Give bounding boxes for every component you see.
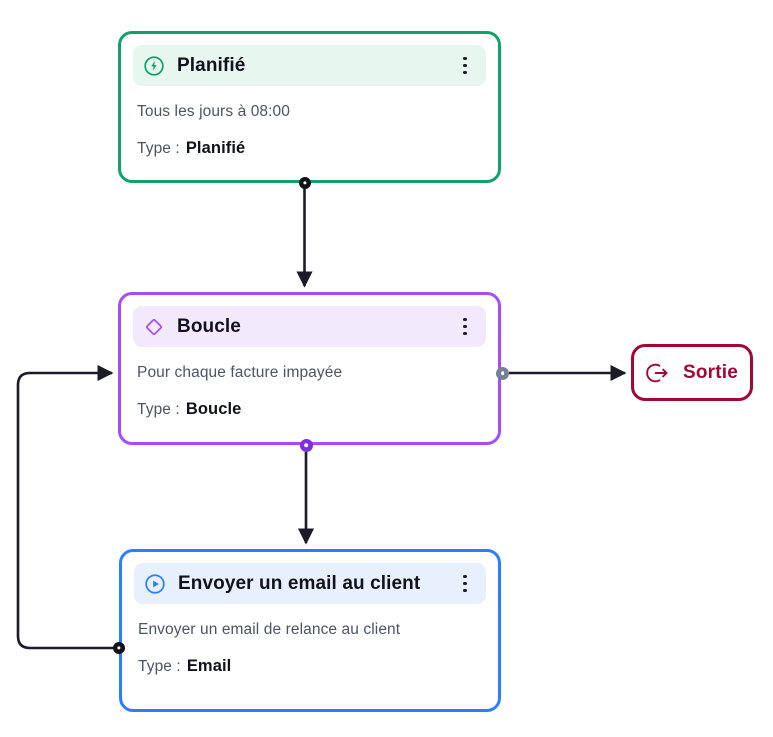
- node-planifie-description: Tous les jours à 08:00: [137, 103, 290, 120]
- kebab-menu-icon[interactable]: [456, 55, 474, 77]
- node-planifie-type-label: Type :: [137, 140, 180, 157]
- node-email-title: Envoyer un email au client: [178, 572, 421, 594]
- node-email-type-label: Type :: [138, 658, 181, 675]
- node-boucle-description: Pour chaque facture impayée: [137, 364, 343, 381]
- node-planifie-header[interactable]: Planifié: [133, 45, 486, 86]
- edge-email-back-to-loop: [16, 364, 116, 650]
- play-circle-icon: [145, 573, 165, 594]
- node-planifie-type-value: Planifié: [185, 139, 246, 157]
- node-boucle-type-value: Boucle: [185, 400, 242, 418]
- node-email-type: Type : Email: [138, 657, 486, 676]
- node-boucle-type-label: Type :: [137, 401, 180, 418]
- exit-arrow-icon: [646, 363, 668, 382]
- node-boucle[interactable]: Boucle Pour chaque facture impayée Type …: [118, 292, 501, 445]
- node-sortie-label: Sortie: [682, 361, 739, 383]
- node-boucle-exit-handle[interactable]: [496, 366, 509, 380]
- node-planifie-source-handle[interactable]: [298, 177, 311, 189]
- node-boucle-type: Type : Boucle: [137, 400, 486, 419]
- kebab-menu-icon[interactable]: [456, 316, 474, 338]
- node-boucle-header[interactable]: Boucle: [133, 306, 486, 347]
- lightning-circle-icon: [144, 55, 164, 76]
- node-email-target-handle[interactable]: [113, 642, 125, 654]
- node-email-type-value: Email: [186, 657, 232, 675]
- kebab-menu-icon[interactable]: [456, 573, 474, 595]
- node-email-header[interactable]: Envoyer un email au client: [134, 563, 486, 604]
- node-planifie-title: Planifié: [177, 54, 246, 76]
- diamond-icon: [145, 318, 163, 335]
- node-boucle-title: Boucle: [177, 315, 241, 337]
- node-sortie[interactable]: Sortie: [631, 344, 753, 401]
- node-email[interactable]: Envoyer un email au client Envoyer un em…: [119, 549, 501, 712]
- node-boucle-body-handle[interactable]: [299, 438, 313, 452]
- node-planifie-type: Type : Planifié: [137, 139, 486, 158]
- node-email-description: Envoyer un email de relance au client: [138, 621, 401, 638]
- node-planifie[interactable]: Planifié Tous les jours à 08:00 Type : Pl…: [118, 31, 501, 183]
